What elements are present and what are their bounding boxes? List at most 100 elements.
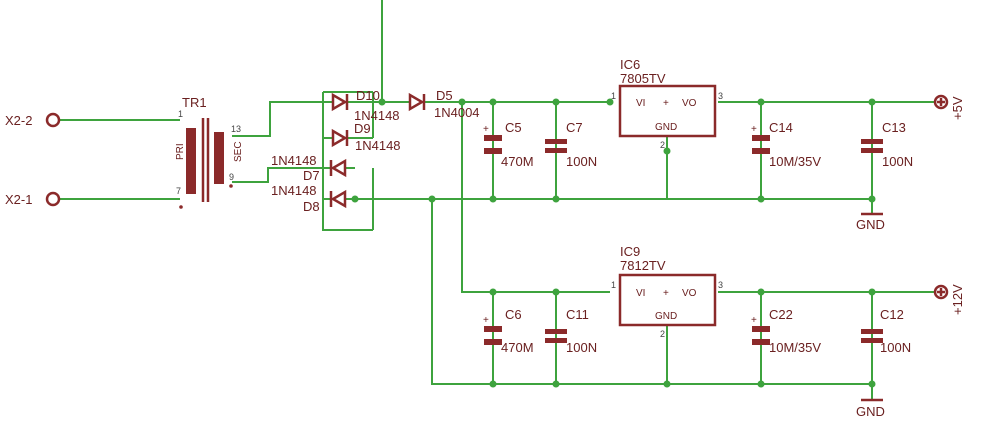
junction	[378, 98, 386, 106]
capacitor-plate	[861, 139, 883, 144]
ic-body	[618, 273, 717, 327]
capacitor-c13[interactable]: C13 100N	[861, 120, 913, 169]
diode-name: D7	[303, 168, 320, 183]
secondary-winding	[214, 132, 224, 184]
ic-name: IC9	[620, 244, 640, 259]
capacitor-value: 470M	[501, 340, 534, 355]
junction	[757, 98, 765, 106]
polarity-dot-icon	[229, 184, 233, 188]
wire-sec-9	[232, 167, 323, 183]
pin-number: 3	[718, 280, 723, 290]
diode-d8[interactable]: 1N4148 D8	[271, 183, 347, 214]
diode-name: D9	[354, 121, 371, 136]
junction	[489, 380, 497, 388]
output-12v[interactable]: +12V	[933, 284, 965, 315]
junctions	[351, 98, 876, 388]
junction	[458, 98, 466, 106]
pin-number: 2	[660, 329, 665, 339]
diode-triangle-icon	[331, 128, 348, 148]
capacitor-c22[interactable]: + C22 10M/35V	[751, 307, 821, 355]
pin-number: 1	[611, 280, 616, 290]
diode-triangle-icon	[330, 189, 347, 209]
diode-value: 1N4148	[354, 108, 400, 123]
ic-body	[618, 84, 717, 138]
capacitor-plate	[861, 148, 883, 153]
connector-label: X2-2	[5, 113, 32, 128]
capacitor-plate	[545, 338, 567, 343]
diode-value: 1N4148	[271, 183, 317, 198]
capacitor-c5[interactable]: + C5 470M	[483, 120, 534, 169]
capacitor-name: C13	[882, 120, 906, 135]
capacitor-plate	[752, 326, 770, 332]
capacitor-name: C12	[880, 307, 904, 322]
pin-number: 7	[176, 186, 181, 196]
connector-pad-icon	[45, 112, 61, 128]
polarity-dot-icon	[179, 205, 183, 209]
capacitor-value: 100N	[566, 154, 597, 169]
regulator-ic9[interactable]: IC9 7812TV VI + VO GND 1 3 2	[611, 244, 723, 339]
capacitor-name: C5	[505, 120, 522, 135]
junction	[552, 195, 560, 203]
pin-number: 13	[231, 124, 241, 134]
capacitor-plate	[752, 148, 770, 154]
ic-value: 7812TV	[620, 258, 666, 273]
connector-x2-2[interactable]: X2-2	[5, 112, 61, 128]
capacitor-plate	[545, 329, 567, 334]
capacitor-name: C6	[505, 307, 522, 322]
diode-d7[interactable]: 1N4148 D7	[271, 153, 347, 183]
capacitor-value: 10M/35V	[769, 154, 821, 169]
connector-x2-1[interactable]: X2-1	[5, 191, 61, 207]
polarity-plus-icon: +	[483, 124, 489, 135]
capacitor-plate	[545, 139, 567, 144]
pin-number: 3	[718, 91, 723, 101]
wire-gnd-rail-2	[431, 199, 872, 385]
diode-d9[interactable]: D9 1N4148	[331, 121, 401, 153]
diode-triangle-icon	[408, 92, 425, 112]
capacitor-value: 100N	[566, 340, 597, 355]
capacitor-c6[interactable]: + C6 470M	[483, 307, 534, 355]
capacitor-plate	[545, 148, 567, 153]
transformer-tr1[interactable]: TR1 PRI SEC 1 7 13 9	[175, 95, 244, 209]
transformer-name: TR1	[182, 95, 207, 110]
ic-pin-vi: VI	[636, 98, 645, 109]
diode-triangle-icon	[330, 158, 347, 178]
ic-pin-vi: VI	[636, 288, 645, 299]
connector-label: X2-1	[5, 192, 32, 207]
wire-12v-branch	[461, 102, 610, 293]
regulator-ic6[interactable]: IC6 7805TV VI + VO GND 1 3 2	[611, 57, 723, 150]
primary-winding	[186, 128, 196, 194]
polarity-plus-icon: +	[751, 124, 757, 135]
output-5v[interactable]: +5V	[933, 94, 965, 120]
capacitor-plate	[861, 329, 883, 334]
pin-number: 2	[660, 140, 665, 150]
capacitor-plate	[752, 339, 770, 345]
capacitor-c14[interactable]: + C14 10M/35V	[751, 120, 821, 169]
ic-name: IC6	[620, 57, 640, 72]
capacitor-c7[interactable]: C7 100N	[545, 120, 597, 169]
capacitor-c12[interactable]: C12 100N	[861, 307, 911, 355]
diode-d10[interactable]: D10 1N4148	[331, 88, 400, 123]
ground-symbol-top[interactable]: GND	[856, 212, 885, 232]
ic-value: 7805TV	[620, 71, 666, 86]
capacitor-c11[interactable]: C11 100N	[545, 307, 597, 355]
diode-value: 1N4148	[271, 153, 317, 168]
ic-pin-plus: +	[663, 98, 669, 109]
capacitor-value: 470M	[501, 154, 534, 169]
ground-label: GND	[856, 217, 885, 232]
diode-name: D5	[436, 88, 453, 103]
ic-pin-plus: +	[663, 288, 669, 299]
ground-label: GND	[856, 404, 885, 419]
ic-pin-gnd: GND	[655, 311, 677, 322]
junction	[489, 98, 497, 106]
diode-triangle-icon	[331, 92, 348, 112]
ic-pin-vo: VO	[682, 288, 697, 299]
capacitor-name: C11	[566, 307, 589, 322]
capacitor-plate	[484, 148, 502, 154]
diode-d5[interactable]: D5 1N4004	[408, 88, 480, 120]
junction	[868, 380, 876, 388]
ground-symbol-bottom[interactable]: GND	[856, 398, 885, 419]
capacitor-plate	[484, 326, 502, 332]
capacitor-plate	[484, 339, 502, 345]
junction	[663, 380, 671, 388]
